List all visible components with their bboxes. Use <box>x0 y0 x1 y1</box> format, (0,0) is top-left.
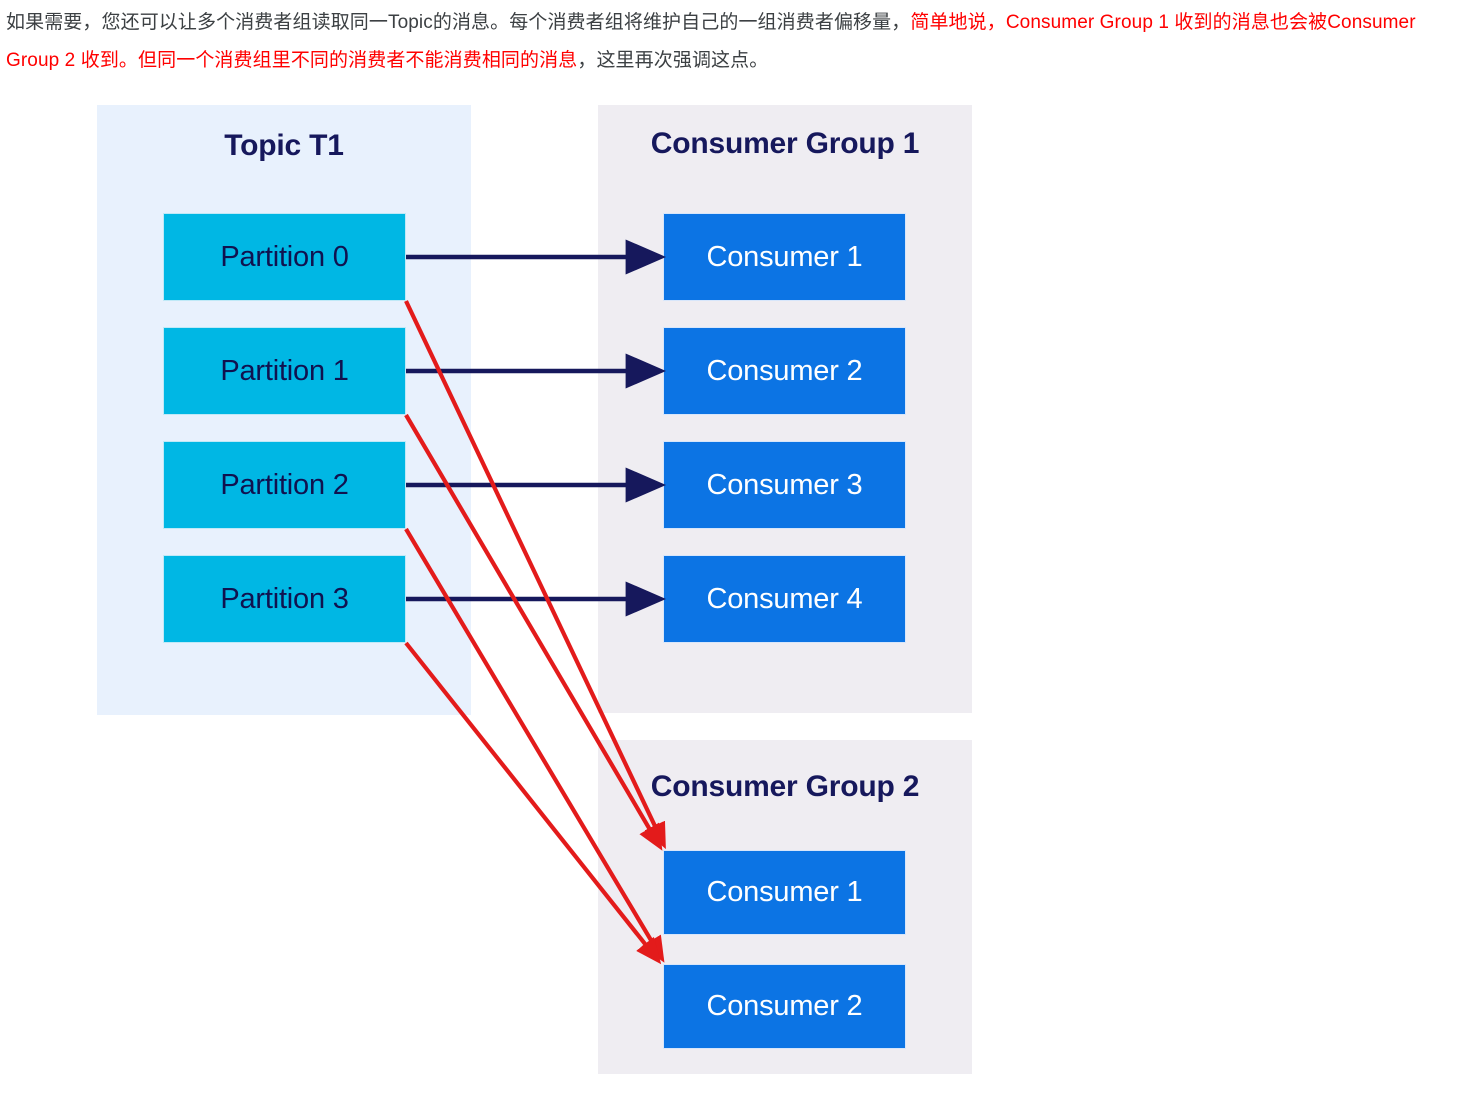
panel-title-consumer-group-1: Consumer Group 1 <box>650 127 920 160</box>
node-cg1-consumer-1[interactable]: Consumer 1 <box>663 213 906 301</box>
paragraph-segment-0: 如果需要，您还可以让多个消费者组读取同一Topic的消息。每个消费者组将维护自己… <box>6 12 911 33</box>
node-cg1-consumer-2[interactable]: Consumer 2 <box>663 327 906 415</box>
node-partition-3[interactable]: Partition 3 <box>163 555 406 643</box>
node-label: Consumer 1 <box>706 876 863 908</box>
panel-title-consumer-group-2: Consumer Group 2 <box>650 770 920 803</box>
node-label: Partition 1 <box>220 354 349 387</box>
node-label: Consumer 3 <box>706 468 863 501</box>
node-label: Consumer 2 <box>706 990 863 1022</box>
node-label: Consumer 4 <box>706 582 863 615</box>
node-cg1-consumer-4[interactable]: Consumer 4 <box>663 555 906 643</box>
panel-title-topic-t1: Topic T1 <box>224 129 344 162</box>
node-label: Consumer 1 <box>706 240 863 273</box>
kafka-consumer-group-diagram: Topic T1 Partition 0 Partition 1 Partiti… <box>0 88 1474 1118</box>
node-cg2-consumer-2[interactable]: Consumer 2 <box>663 964 906 1049</box>
node-cg2-consumer-1[interactable]: Consumer 1 <box>663 850 906 935</box>
node-partition-0[interactable]: Partition 0 <box>163 213 406 301</box>
node-label: Partition 3 <box>220 582 349 615</box>
node-label: Partition 0 <box>220 240 349 273</box>
node-label: Consumer 2 <box>706 354 863 387</box>
node-partition-1[interactable]: Partition 1 <box>163 327 406 415</box>
paragraph-segment-1: 简单地说，Consumer Group 1 收到的消息也会被Consumer G… <box>6 12 1416 71</box>
node-label: Partition 2 <box>220 468 349 501</box>
node-partition-2[interactable]: Partition 2 <box>163 441 406 529</box>
intro-paragraph: 如果需要，您还可以让多个消费者组读取同一Topic的消息。每个消费者组将维护自己… <box>6 4 1468 80</box>
paragraph-segment-2: ，这里再次强调这点。 <box>577 50 769 71</box>
node-cg1-consumer-3[interactable]: Consumer 3 <box>663 441 906 529</box>
